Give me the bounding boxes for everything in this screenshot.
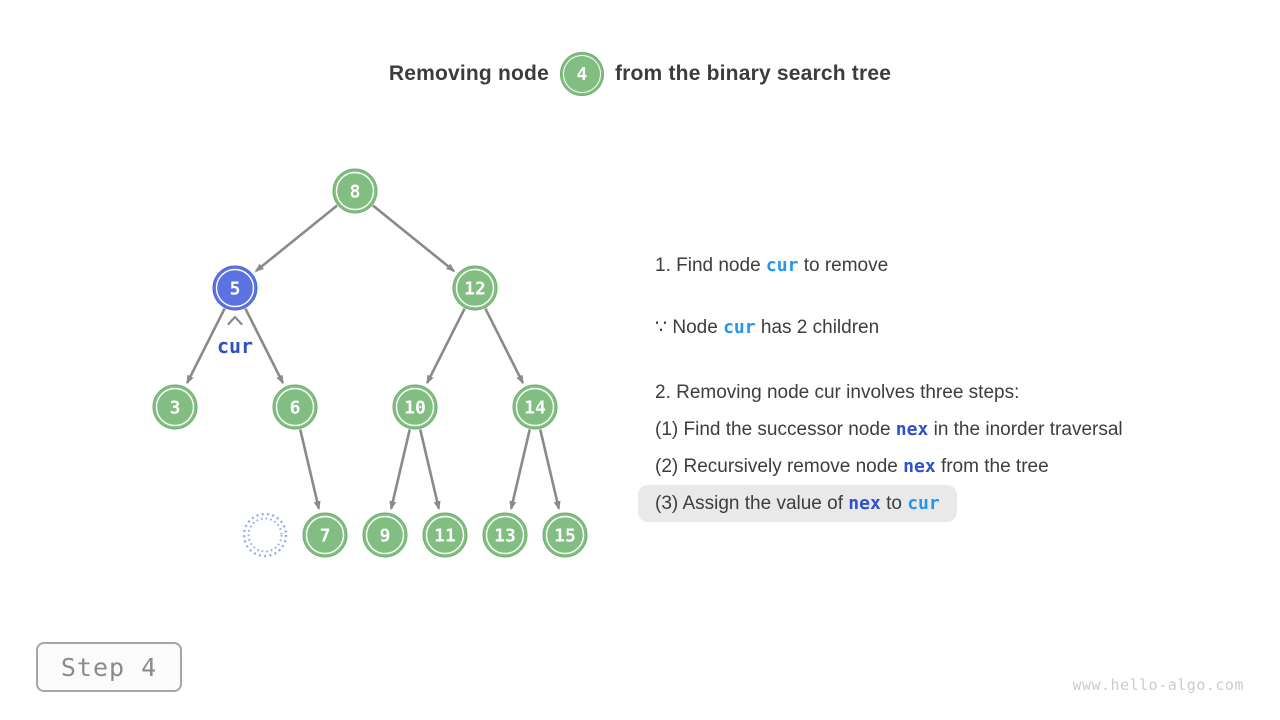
title-suffix: from the binary search tree (614, 62, 892, 85)
keyword-nex: nex (895, 419, 929, 440)
tree-edge-14-15 (538, 429, 561, 511)
up-arrow-icon (227, 315, 243, 326)
tree-node-15: 15 (542, 512, 588, 558)
tree-edge-10-11 (418, 429, 441, 511)
svg-text:3: 3 (170, 397, 181, 418)
svg-text:9: 9 (380, 525, 391, 546)
svg-text:7: 7 (320, 525, 331, 546)
title-node-badge: 4 (559, 52, 604, 96)
note-line-1: 1. Find node cur to remove (655, 247, 1123, 284)
svg-text:5: 5 (230, 278, 241, 299)
cur-pointer: cur (217, 315, 253, 358)
tree-edge-6-7 (298, 429, 321, 511)
tree-node-11: 11 (422, 512, 468, 558)
note-text: to (880, 493, 908, 514)
note-text: (3) Assign the value of (655, 493, 849, 514)
tree-edge-5-6 (244, 307, 285, 385)
cur-pointer-label: cur (217, 334, 253, 358)
step-indicator: Step 4 (36, 642, 182, 692)
tree-node-13: 13 (482, 512, 528, 558)
tree-edge-8-5 (254, 204, 338, 273)
note-text: ∵ Node (655, 317, 724, 338)
tree-nodes: 8 5 12 3 6 10 14 7 9 11 13 15 (152, 168, 588, 558)
figure-title: Removing node 4 from the binary search t… (0, 52, 1280, 96)
note-text: (2) Recursively remove node (655, 456, 904, 477)
tree-node-10: 10 (392, 384, 438, 430)
keyword-nex: nex (848, 493, 881, 514)
svg-text:8: 8 (350, 181, 361, 202)
svg-text:12: 12 (464, 278, 486, 299)
note-line-4: (1) Find the successor node nex in the i… (655, 411, 1123, 448)
note-text: to remove (798, 255, 889, 276)
title-prefix: Removing node (388, 62, 549, 85)
tree-node-8: 8 (332, 168, 378, 214)
svg-text:13: 13 (494, 525, 516, 546)
tree-node-7: 7 (302, 512, 348, 558)
tree-edges (185, 204, 561, 511)
note-line-5: (2) Recursively remove node nex from the… (655, 448, 1123, 485)
tree-edge-8-12 (372, 204, 456, 273)
keyword-nex: nex (903, 456, 936, 477)
step-indicator-label: Step 4 (60, 652, 158, 682)
watermark: www.hello-algo.com (1072, 676, 1244, 694)
tree-edge-14-13 (509, 429, 532, 511)
title-node-ring (562, 55, 601, 93)
tree-node-12: 12 (452, 265, 498, 311)
tree-node-9: 9 (362, 512, 408, 558)
tree-node-14: 14 (512, 384, 558, 430)
svg-text:11: 11 (434, 525, 456, 546)
svg-text:6: 6 (290, 397, 301, 418)
tree-node-removed-slot (242, 512, 288, 558)
tree-node-3: 3 (152, 384, 198, 430)
note-text: 1. Find node (655, 255, 766, 276)
tree-edge-12-14 (484, 307, 525, 385)
note-line-3: 2. Removing node cur involves three step… (655, 374, 1123, 411)
note-text: (1) Find the successor node (655, 419, 896, 440)
tree-node-5: 5 (212, 265, 258, 311)
tree-node-6: 6 (272, 384, 318, 430)
tree-edge-10-9 (389, 429, 412, 511)
keyword-cur: cur (723, 317, 756, 338)
tree-edge-5-3 (185, 307, 226, 385)
note-line-6: (3) Assign the value of nex to cur (638, 485, 957, 522)
note-text: in the inorder traversal (928, 419, 1123, 440)
keyword-cur: cur (765, 255, 799, 276)
binary-search-tree-diagram: 8 5 12 3 6 10 14 7 9 11 13 15 cur (152, 168, 588, 558)
note-text: has 2 children (755, 317, 880, 338)
keyword-cur: cur (907, 493, 940, 514)
svg-text:10: 10 (404, 397, 426, 418)
svg-text:14: 14 (524, 397, 546, 418)
note-line-2: ∵ Node cur has 2 children (655, 309, 1123, 346)
tree-edge-12-10 (425, 307, 466, 385)
notes: 1. Find node cur to remove ∵ Node cur has… (638, 247, 1123, 522)
svg-text:15: 15 (554, 525, 576, 546)
note-text: from the tree (935, 456, 1049, 477)
note-text: 2. Removing node cur involves three step… (655, 382, 1020, 403)
